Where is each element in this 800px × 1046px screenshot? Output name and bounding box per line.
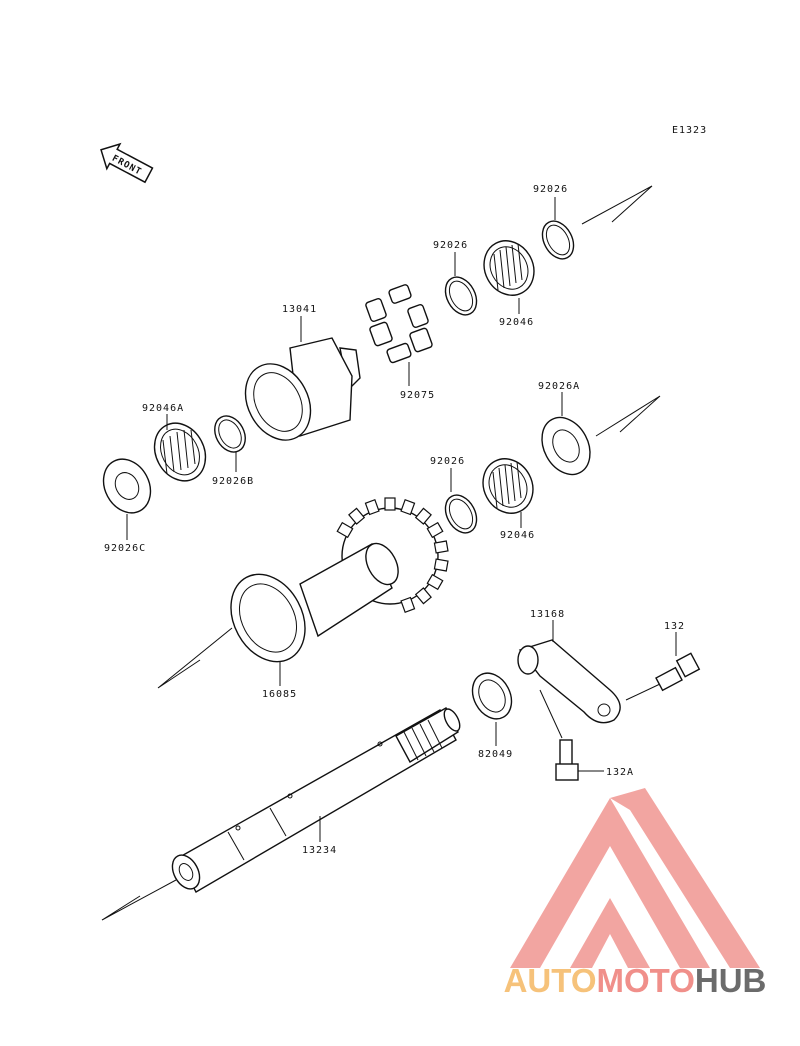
front-arrow-icon: FRONT [100, 142, 154, 184]
circlip-92026B [214, 415, 246, 472]
label-p9: 92026A [538, 381, 580, 392]
washer-92026A [541, 392, 591, 476]
diagram-code: E1323 [672, 125, 707, 136]
gear-16085 [230, 497, 449, 686]
label-p17: 13234 [302, 845, 337, 856]
label-p11: 92046 [500, 530, 535, 541]
bolt-132 [625, 632, 701, 701]
label-p16: 132A [606, 767, 634, 778]
watermark-text: AUTOMOTOHUB [470, 962, 800, 1000]
label-p1: 92026 [533, 184, 568, 195]
label-p10: 92026 [430, 456, 465, 467]
circlip-92026-lower [444, 468, 478, 534]
label-p7: 92026B [212, 476, 254, 487]
circlip-92026-mid [444, 252, 478, 316]
label-p12: 16085 [262, 689, 297, 700]
watermark-text-moto: MOTO [596, 962, 695, 999]
damper-cam-13041 [244, 316, 361, 441]
damper-rubbers-92075 [365, 284, 433, 386]
label-p13: 13168 [530, 609, 565, 620]
shift-shaft-13234 [101, 707, 461, 921]
bolt-132A [555, 739, 604, 781]
label-p8: 92026C [104, 543, 146, 554]
label-p15: 82049 [478, 749, 513, 760]
shift-lever-13168 [517, 620, 621, 739]
needle-bearing-92046A [153, 414, 207, 482]
upper-axis-line [581, 185, 653, 225]
label-p14: 132 [664, 621, 685, 632]
needle-bearing-92046-lower [482, 458, 534, 528]
circlip-92026-top [541, 197, 575, 260]
label-p3: 92046 [499, 317, 534, 328]
watermark-text-hub: HUB [694, 962, 767, 999]
label-p4: 13041 [282, 304, 317, 315]
oil-seal-82049 [471, 672, 513, 746]
watermark-text-auto: AUTO [503, 962, 597, 999]
middle-axis-line [157, 395, 661, 689]
watermark-logo-icon [510, 788, 760, 968]
label-p5: 92075 [400, 390, 435, 401]
needle-bearing-92046-top [483, 240, 535, 314]
label-p2: 92026 [433, 240, 468, 251]
label-p6: 92046A [142, 403, 184, 414]
washer-92026C [102, 458, 152, 540]
